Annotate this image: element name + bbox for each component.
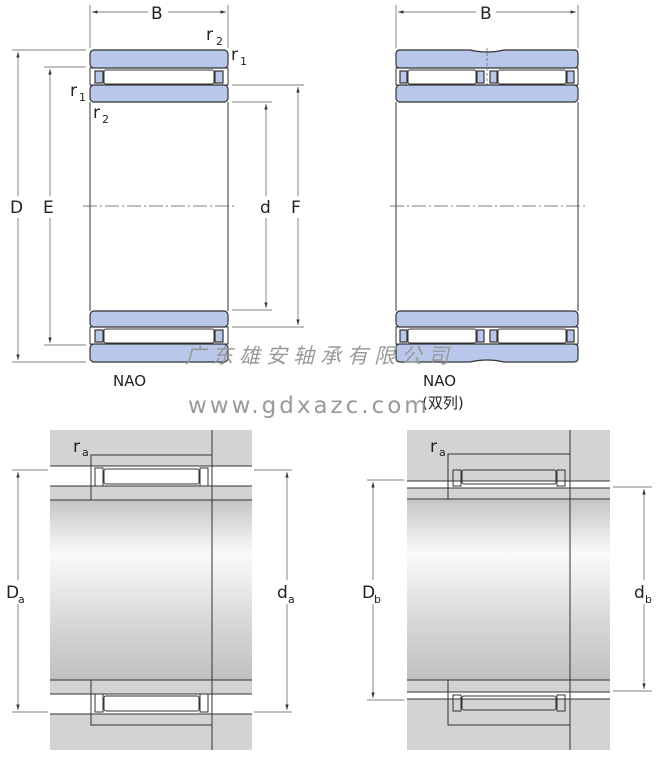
dim-da-label: d: [277, 583, 288, 603]
outer-ring-top: [89, 49, 229, 69]
subscript: a: [288, 593, 295, 606]
dim-Db-label: D: [362, 583, 375, 603]
dim-E-label: E: [43, 198, 54, 218]
subscript: a: [439, 446, 446, 459]
caption-double-row-note: (双列): [422, 394, 464, 412]
subscript: 2: [216, 35, 223, 48]
radius-r1-label: r: [231, 45, 238, 65]
caption-nao-double: NAO: [423, 372, 456, 390]
radius-ra-label: r: [73, 437, 80, 457]
subscript: 1: [240, 55, 247, 68]
inner-ring-top: [89, 84, 229, 103]
caption-nao: NAO: [113, 372, 146, 390]
subscript: b: [645, 593, 652, 606]
watermark-company: 广东雄安轴承有限公司: [185, 344, 455, 368]
inner-ring-bottom: [89, 310, 229, 328]
subscript: a: [82, 446, 89, 459]
subscript: a: [18, 593, 25, 606]
dim-B-label: B: [480, 4, 492, 24]
radius-r1-label: r: [70, 81, 77, 101]
subscript: b: [374, 593, 381, 606]
radius-r2-label: r: [206, 25, 213, 45]
radius-ra-label: r: [430, 437, 437, 457]
dim-d-label: d: [260, 198, 271, 218]
radius-r2-label: r: [93, 103, 100, 123]
subscript: 2: [102, 113, 109, 126]
nao-double-bearing: B NAO (双列): [390, 4, 585, 412]
dim-Da-label: D: [6, 583, 19, 603]
roller-row-top: [89, 67, 229, 86]
dim-F-label: F: [291, 198, 301, 218]
subscript: 1: [79, 91, 86, 104]
dim-B-label: B: [151, 4, 163, 24]
outer-ring-bottom: [89, 343, 229, 363]
watermark-url: www.gdxazc.com: [188, 393, 430, 419]
dim-D-label: D: [10, 198, 23, 218]
dim-db-label: d: [634, 583, 645, 603]
